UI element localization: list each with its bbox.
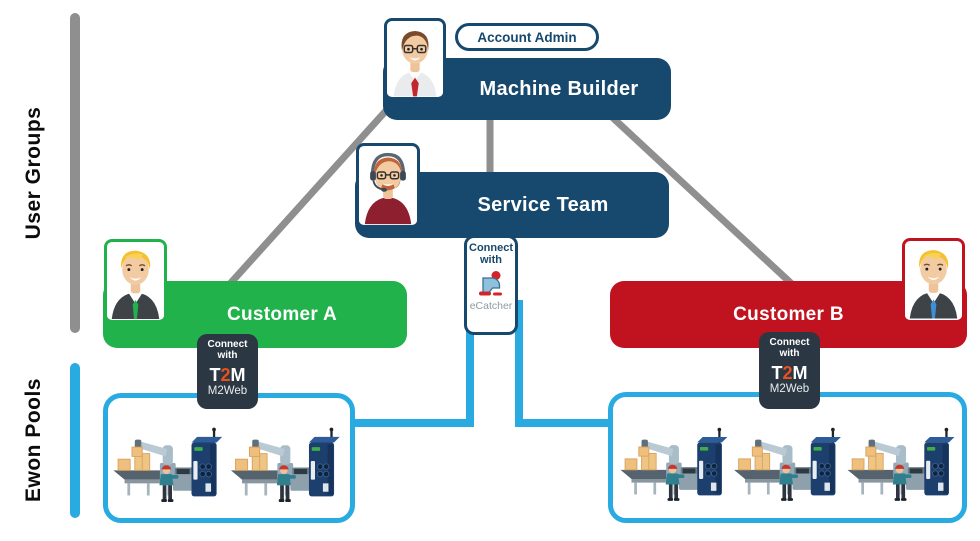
t2m-letter-m: M <box>230 365 246 385</box>
ewon-pool-customer-a <box>103 393 355 523</box>
ecatcher-with-text: with <box>480 254 502 266</box>
t2m-letter-t: T <box>209 365 221 385</box>
machine-illustrations-right-pool <box>619 427 955 502</box>
m2web-label: M2Web <box>769 383 810 395</box>
machine-builder-avatar <box>384 18 446 100</box>
t2m-right-with-text: with <box>779 348 800 359</box>
factory-machine-illustration <box>112 427 223 503</box>
ewon-pools-section-label: Ewon Pools <box>22 378 45 503</box>
machine-illustrations-left-pool <box>112 427 341 503</box>
line-machinebuilder-customer-a <box>225 101 395 289</box>
connect-with-t2m-badge-right: Connect with T2M M2Web <box>759 332 820 409</box>
account-admin-badge: Account Admin <box>455 23 599 51</box>
t2m-letter-m: M <box>792 363 808 383</box>
customer-b-avatar <box>902 238 965 323</box>
ecatcher-label: eCatcher <box>469 300 513 312</box>
talk2m-logo: T2M <box>771 363 807 383</box>
t2m-digit-2: 2 <box>782 363 793 383</box>
factory-machine-illustration <box>846 427 955 502</box>
service-team-label: Service Team <box>477 193 609 216</box>
connect-with-t2m-badge-left: Connect with T2M M2Web <box>197 334 258 409</box>
m2web-label: M2Web <box>207 385 248 397</box>
customer-a-avatar <box>104 239 167 323</box>
customer-b-label: Customer B <box>733 303 844 325</box>
man-glasses-red-tie-avatar-icon <box>387 21 443 97</box>
user-groups-section-label: User Groups <box>22 106 45 240</box>
ecatcher-connect-text: Connect <box>469 242 513 254</box>
t2m-right-connect-text: Connect <box>769 337 810 348</box>
factory-machine-illustration <box>733 427 841 502</box>
t2m-letter-t: T <box>771 363 783 383</box>
account-admin-label: Account Admin <box>477 29 577 45</box>
ewon-pool-customer-b <box>608 392 967 523</box>
line-machinebuilder-customer-b <box>595 101 797 289</box>
service-team-avatar <box>356 143 420 228</box>
factory-machine-illustration <box>230 427 341 503</box>
blond-man-green-tie-avatar-icon <box>107 243 164 319</box>
line-ecatcher-left-pool <box>350 300 474 427</box>
talk2m-logo: T2M <box>209 365 245 385</box>
ecatcher-logo-icon <box>479 271 502 296</box>
customer-a-label: Customer A <box>227 303 337 325</box>
blond-man-blue-tie-avatar-icon <box>905 242 962 319</box>
ewon-pools-bar <box>70 363 80 518</box>
t2m-left-with-text: with <box>217 350 238 361</box>
t2m-left-connect-text: Connect <box>207 339 248 350</box>
t2m-digit-2: 2 <box>220 365 231 385</box>
man-headset-beard-avatar-icon <box>359 146 417 225</box>
connect-with-ecatcher-card: Connect with eCatcher <box>464 235 518 335</box>
user-groups-bar <box>70 13 80 333</box>
line-ecatcher-right-pool <box>515 300 614 427</box>
factory-machine-illustration <box>619 427 728 502</box>
machine-builder-label: Machine Builder <box>479 77 639 100</box>
